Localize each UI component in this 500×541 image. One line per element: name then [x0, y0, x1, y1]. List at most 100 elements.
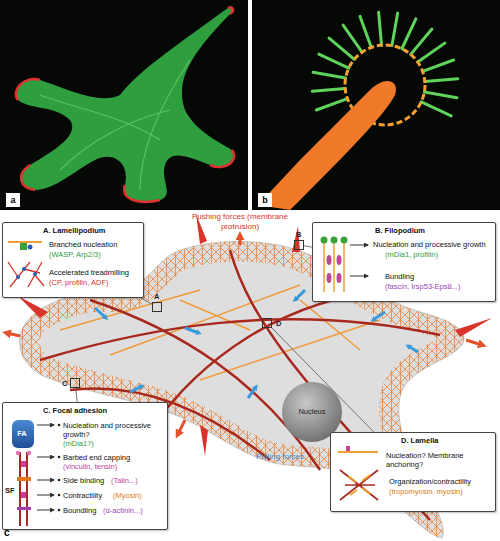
node-text: D	[276, 319, 281, 328]
callout-box: A. LamellipodiumBranched nucleation(WASP…	[2, 222, 144, 298]
box-text: (vinculin, tensin)	[63, 462, 117, 471]
stress-fiber	[150, 290, 390, 430]
callout-box: C. Focal adhesionNucleation and processi…	[2, 402, 168, 530]
filopodium	[402, 19, 416, 49]
filopodium	[343, 25, 362, 52]
actin-filament	[180, 300, 250, 330]
box-text: Accelerated treadmilling	[49, 268, 129, 277]
actin-filament	[200, 320, 380, 380]
filopodium	[392, 13, 398, 45]
force-arrow	[466, 340, 482, 345]
filopodium	[421, 102, 451, 116]
box-text: Side binding	[63, 476, 104, 485]
filopodium-spike	[18, 296, 48, 318]
box-text: Contractility	[63, 491, 102, 500]
box-text: Nucleation? Membrane anchoring?	[386, 451, 491, 469]
force-arrow	[373, 312, 385, 320]
box-text: (mDia1?)	[63, 439, 94, 448]
node-text: Nucleus	[282, 407, 342, 416]
filopodium	[316, 99, 347, 110]
cell-edge	[228, 7, 233, 14]
lamellipodium-edges	[16, 7, 234, 201]
actin-fibers	[40, 60, 190, 190]
lamella-ring	[345, 45, 425, 125]
cell-outline	[20, 241, 464, 538]
box-text: (Talin...)	[111, 476, 138, 485]
filopodium	[313, 72, 345, 78]
box-text: (mDia1, profilin)	[385, 250, 438, 259]
callout-box: B. FilopodiumNucleation and processive g…	[312, 222, 496, 302]
filopodium	[329, 38, 354, 59]
box-text: (Myosin)	[113, 491, 142, 500]
box-text: Bundling	[385, 272, 414, 281]
filopodium	[379, 12, 382, 45]
box-text: (WASP, Arp2/3)	[49, 250, 101, 259]
force-arrow	[239, 236, 242, 245]
cell-body	[16, 7, 234, 201]
force-arrow	[248, 387, 256, 398]
box-text: Barbed end capping	[63, 453, 130, 462]
filopodium	[425, 79, 458, 82]
callout-marker: C	[70, 378, 80, 388]
micrograph-a	[0, 0, 248, 210]
box-text: (tropomyosin, myosin)	[389, 487, 463, 496]
force-arrow	[295, 290, 305, 300]
force-arrow	[95, 308, 106, 318]
node-text: C	[62, 379, 67, 388]
box-heading: C. Focal adhesion	[43, 406, 107, 415]
filopodium	[360, 16, 371, 47]
cell-edge	[124, 185, 160, 202]
box-text: (CP, profilin, ADF)	[49, 278, 108, 287]
node-text: B	[296, 230, 301, 239]
filopodium-spike	[200, 425, 208, 456]
box-heading: D. Lamella	[401, 436, 439, 445]
node-text: FA	[12, 429, 32, 438]
filopodium	[411, 29, 432, 54]
focal-adhesion-plaque: FA	[12, 420, 34, 448]
panel-label-box	[6, 193, 20, 207]
force-arrow	[130, 386, 142, 392]
box-text: Nucleation and processive growth	[373, 240, 486, 249]
leader-line	[304, 246, 312, 247]
cell-edge	[16, 79, 40, 100]
box-text: Nucleation and processive growth?	[63, 421, 163, 439]
box-text: (α-actinin...)	[103, 506, 143, 515]
cell-edge	[21, 165, 35, 190]
callout-marker: B	[294, 240, 304, 250]
filopodium	[423, 60, 454, 71]
figure-label: Pulling forces	[256, 452, 304, 462]
box-text: Branched nucleation	[49, 240, 117, 249]
node-text: A	[154, 292, 159, 301]
figure-label: SF	[5, 486, 15, 495]
cell-edge	[210, 150, 234, 167]
force-arrow	[185, 328, 199, 333]
force-arrow	[7, 333, 20, 336]
box-text: (fascin, Irsp53-Eps8...)	[385, 282, 460, 291]
filopodium	[418, 43, 445, 62]
leader-line	[141, 298, 152, 304]
filopodium	[424, 92, 456, 98]
callout-marker: D	[262, 318, 272, 328]
figure-label: c	[4, 527, 10, 539]
actin-network	[20, 241, 464, 538]
box-text: Organization/contractility	[389, 477, 471, 486]
leader-line	[76, 388, 78, 402]
figure-label: b	[260, 195, 270, 206]
callout-box: D. LamellaNucleation? Membrane anchoring…	[330, 432, 496, 512]
box-text: Boundling	[63, 506, 96, 515]
figure-label: Pushing forces (membrane protrusion)	[180, 212, 300, 231]
panel-label-box	[258, 193, 272, 207]
box-heading: A. Lamellipodium	[43, 226, 106, 235]
filopodia-fan	[312, 12, 457, 116]
micrograph-background	[0, 0, 248, 210]
stress-fiber	[40, 319, 440, 360]
callout-marker: A	[152, 302, 162, 312]
force-arrow	[408, 346, 418, 352]
filopodium	[312, 88, 345, 91]
cell-body	[258, 81, 396, 210]
actin-filament	[300, 300, 360, 350]
box-heading: B. Filopodium	[375, 226, 425, 235]
figure-label: a	[8, 195, 18, 206]
force-arrow	[178, 420, 185, 434]
